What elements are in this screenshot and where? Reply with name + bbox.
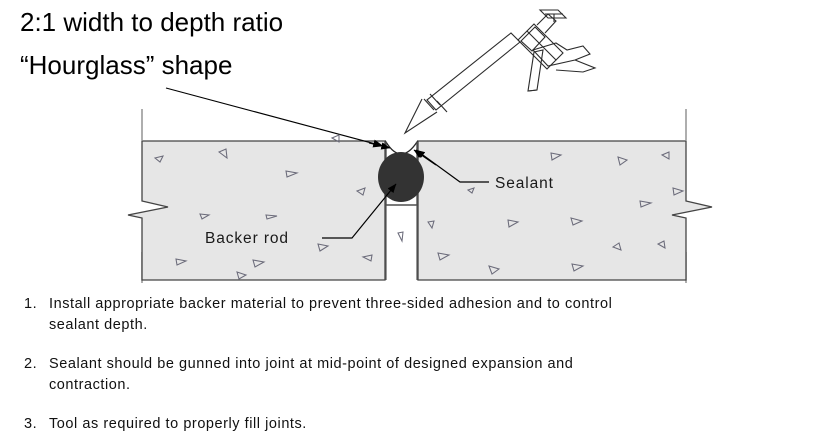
aggregate-marks-right — [427, 151, 685, 275]
instruction-item-3: 3. Tool as required to properly fill joi… — [24, 416, 307, 432]
backer-rod-circle — [378, 152, 424, 202]
instruction-item-2: 2. Sealant should be gunned into joint a… — [24, 356, 573, 393]
caulk-gun-icon — [403, 9, 597, 135]
aggregate-marks-left — [153, 134, 373, 280]
instruction-2-number: 2. — [24, 356, 37, 372]
title-line-2: “Hourglass” shape — [20, 50, 232, 80]
instruction-2-line-2: contraction. — [49, 377, 131, 393]
instruction-2-line-1: Sealant should be gunned into joint at m… — [49, 356, 573, 372]
concrete-slab-left — [127, 140, 386, 281]
label-backer-rod: Backer rod — [205, 230, 289, 247]
leader-backer-rod — [322, 183, 397, 239]
instruction-3-number: 3. — [24, 416, 37, 432]
instruction-1-line-2: sealant depth. — [49, 317, 148, 333]
instruction-3-line-1: Tool as required to properly fill joints… — [49, 416, 307, 432]
leader-title-to-joint — [165, 87, 384, 148]
concrete-slab-right — [417, 140, 713, 281]
instruction-1-number: 1. — [24, 296, 37, 312]
title-line-1: 2:1 width to depth ratio — [20, 7, 283, 37]
width-arrow-left — [368, 142, 391, 150]
leader-sealant — [415, 149, 489, 183]
instruction-1-line-1: Install appropriate backer material to p… — [49, 296, 612, 312]
label-sealant: Sealant — [495, 175, 554, 192]
instruction-item-1: 1. Install appropriate backer material t… — [24, 296, 612, 333]
aggregate-mark-joint — [397, 231, 404, 243]
